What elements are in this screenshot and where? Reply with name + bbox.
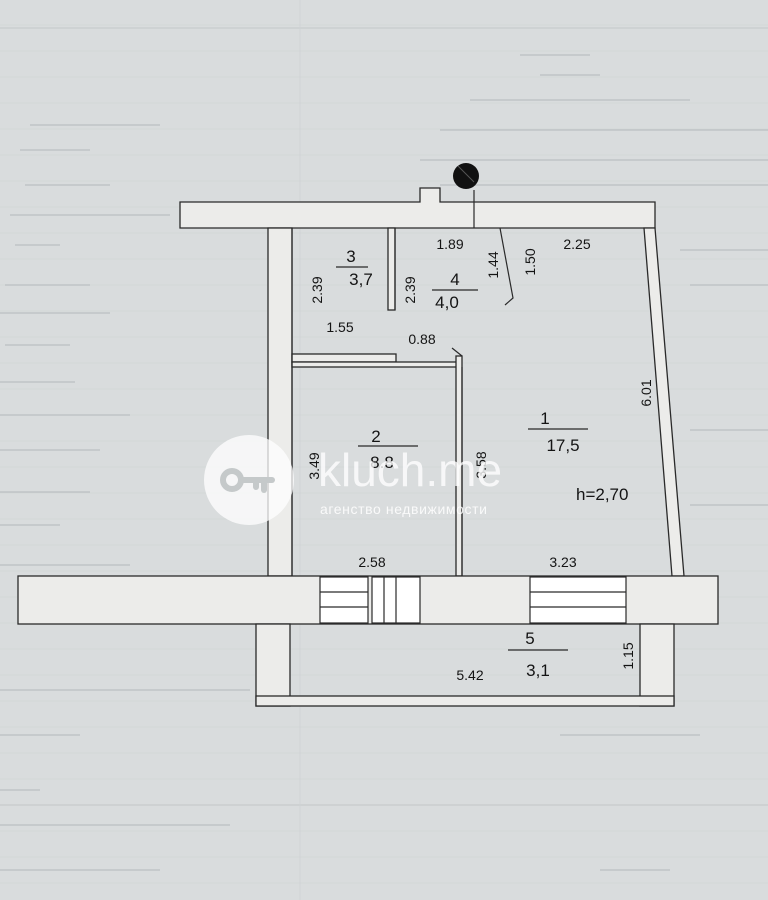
dim-room3-height: 2.39 <box>309 276 325 303</box>
dim-room1-height: 6.01 <box>638 379 654 406</box>
watermark: kluch.me агенство недвижимости <box>204 435 502 525</box>
room-4-area: 4,0 <box>435 293 459 312</box>
key-icon <box>220 468 275 493</box>
dim-room2-width: 2.58 <box>358 554 385 570</box>
room-1-area: 17,5 <box>546 436 579 455</box>
watermark-tagline: агенство недвижимости <box>320 501 488 517</box>
dimension-labels: 2.39 1.55 2.39 1.89 1.44 0.88 1.50 2.25 … <box>306 236 654 683</box>
dim-room4-top: 1.89 <box>436 236 463 252</box>
dim-balcony-length: 5.42 <box>456 667 483 683</box>
dim-room4-height: 2.39 <box>402 276 418 303</box>
dim-room4-side: 1.44 <box>485 251 501 278</box>
room-outlines <box>291 190 514 576</box>
room-4-number: 4 <box>450 270 459 289</box>
wall-top <box>179 187 656 229</box>
room-2-number: 2 <box>371 427 380 446</box>
partition-room3-bottom <box>291 353 397 363</box>
room-3-number: 3 <box>346 247 355 266</box>
dim-room3-width: 1.55 <box>326 319 353 335</box>
wall-balcony-left <box>255 623 291 707</box>
facade-openings <box>319 576 627 624</box>
ceiling-height: h=2,70 <box>576 485 628 504</box>
window-room1 <box>529 576 627 624</box>
dim-room1-top-right: 2.25 <box>563 236 590 252</box>
room-5-area: 3,1 <box>526 661 550 680</box>
orientation-marker-icon <box>453 163 479 189</box>
wall-balcony-right <box>639 623 675 707</box>
partition-room2-top <box>291 361 459 368</box>
partition-room3-room4 <box>387 227 396 311</box>
dim-room1-inner-height: 3.58 <box>473 451 489 478</box>
room-labels: 3 3,7 4 4,0 2 8.8 1 17,5 5 3,1 h=2,70 <box>336 247 628 680</box>
room-2-area: 8.8 <box>370 453 394 472</box>
room-1-number: 1 <box>540 409 549 428</box>
dim-balcony-depth: 1.15 <box>620 642 636 669</box>
window-room2 <box>319 576 369 624</box>
room-3-area: 3,7 <box>349 270 373 289</box>
room-5-number: 5 <box>525 629 534 648</box>
dim-room1-width: 3.23 <box>549 554 576 570</box>
dim-door-width: 0.88 <box>408 331 435 347</box>
watermark-brand: kluch.me <box>318 444 502 496</box>
dim-room2-height: 3.49 <box>306 452 322 479</box>
wall-balcony-bottom <box>255 695 675 707</box>
wall-left <box>267 227 293 577</box>
dim-room1-top-left: 1.50 <box>522 248 538 275</box>
